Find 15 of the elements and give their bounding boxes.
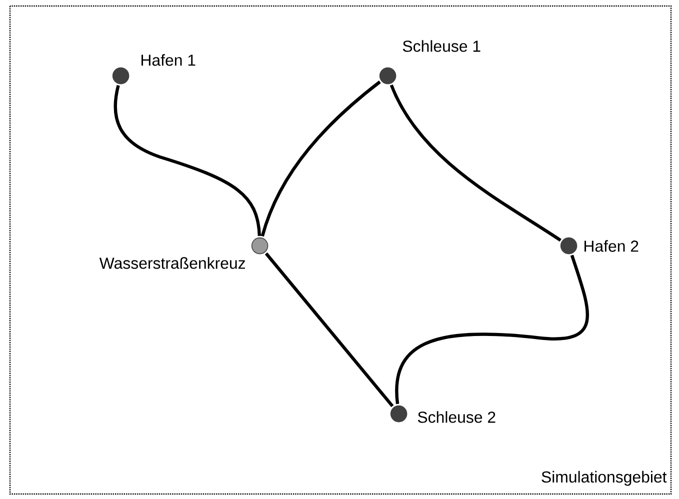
node-circle (112, 67, 130, 84)
node-circle (390, 405, 408, 422)
node-label: Schleuse 2 (418, 411, 496, 423)
waterway (395, 254, 589, 404)
waterway (264, 252, 394, 408)
waterway (390, 84, 562, 242)
node-circle (251, 237, 268, 254)
node-circle (379, 67, 396, 84)
waterway (260, 80, 381, 237)
node-label: Hafen 1 (142, 54, 196, 66)
node-circle (560, 237, 578, 254)
node-label: Schleuse 1 (402, 40, 480, 52)
node-label: Hafen 2 (584, 240, 638, 252)
node-label: Wasserstraßenkreuz (99, 257, 245, 269)
waterway (114, 85, 262, 236)
